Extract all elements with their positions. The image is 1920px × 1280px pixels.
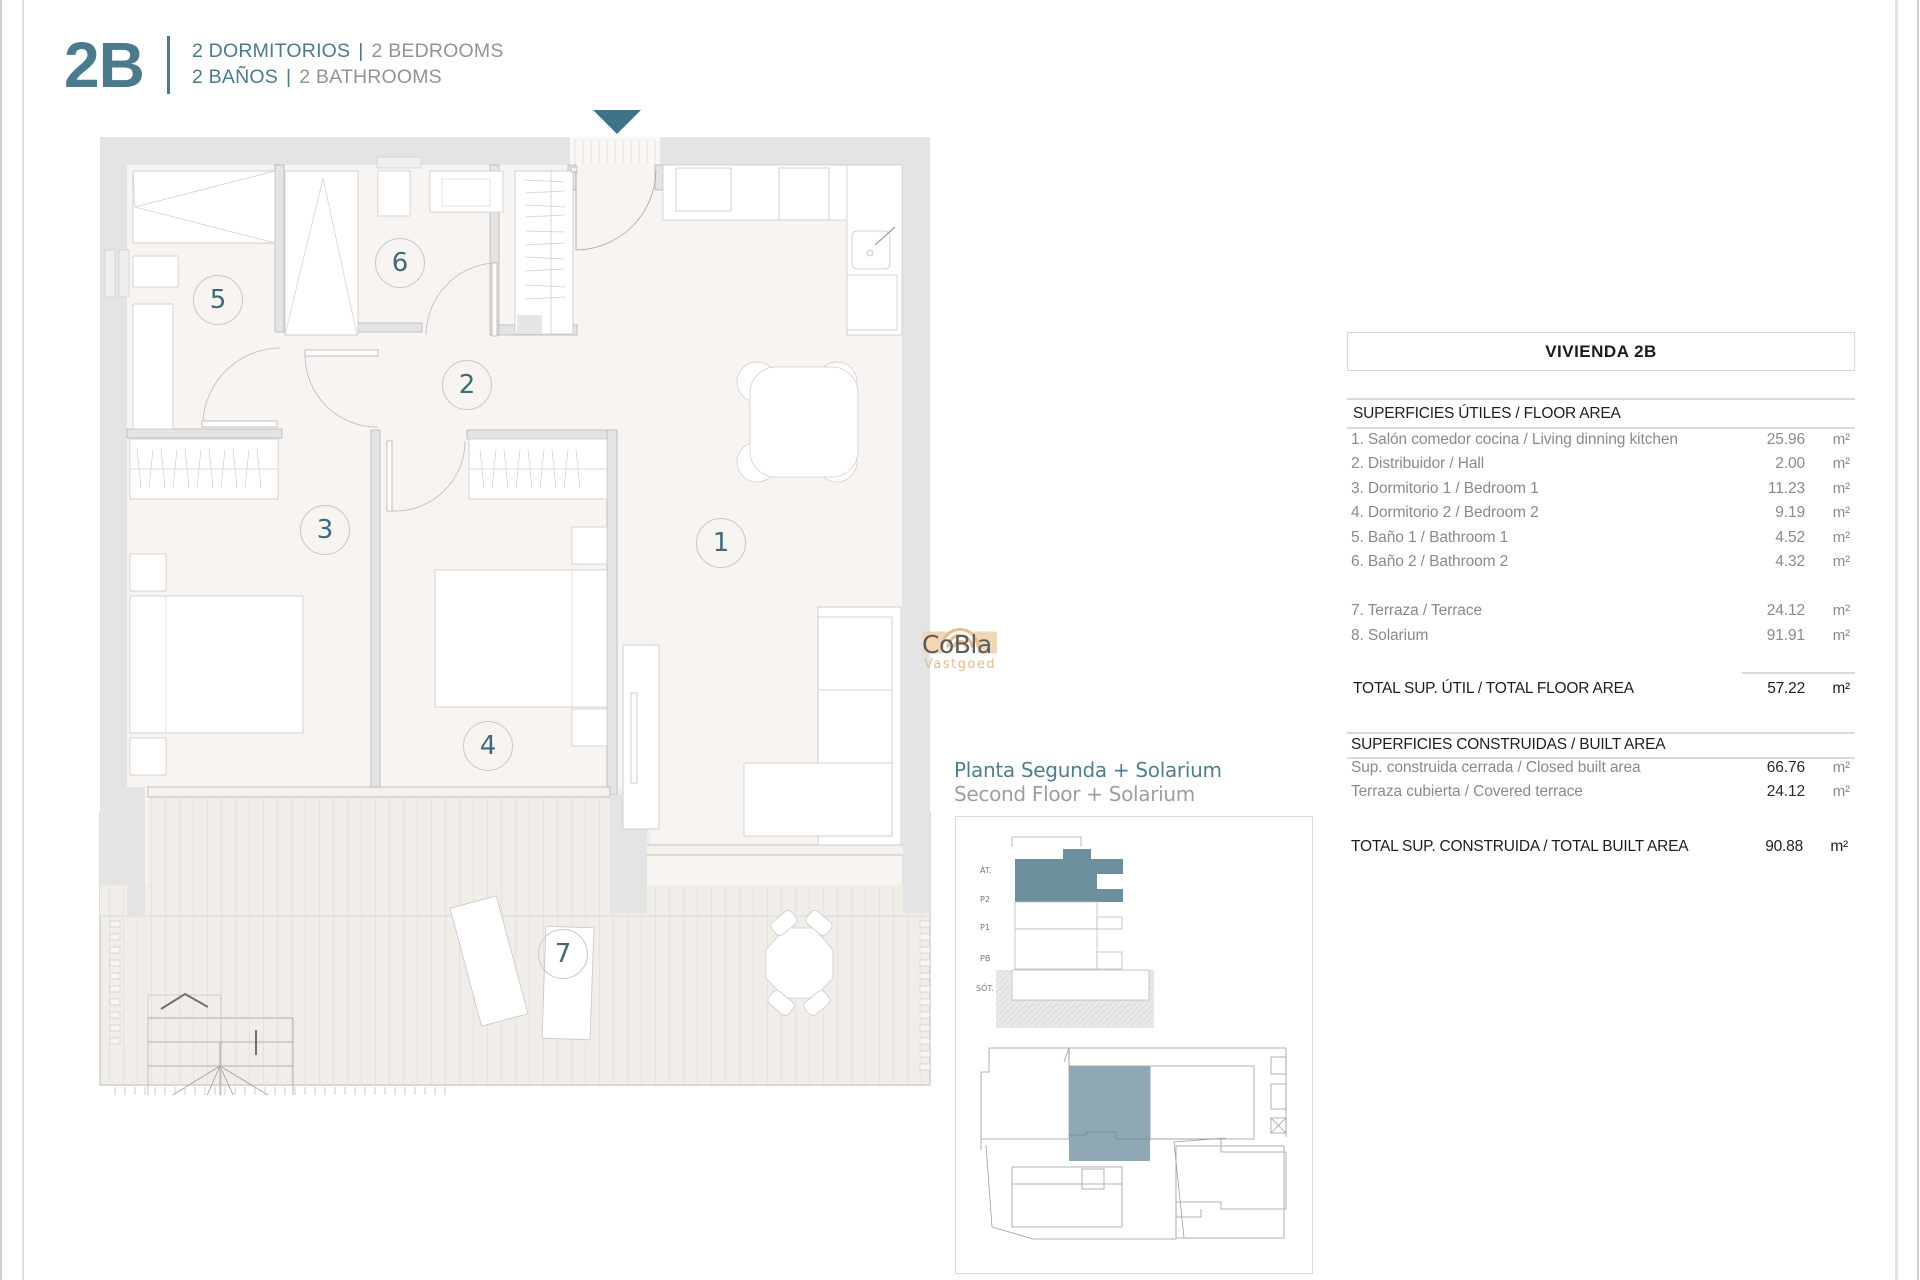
bedrooms-en: 2 BEDROOMS: [371, 40, 504, 62]
divider: [1347, 732, 1855, 734]
area-row: 1. Salón comedor cocina / Living dinning…: [1351, 431, 1850, 448]
location-title-es: Planta Segunda + Solarium: [954, 758, 1222, 782]
area-table: VIVIENDA 2B: [1347, 332, 1855, 371]
separator: |: [358, 40, 364, 62]
built-area-heading: SUPERFICIES CONSTRUIDAS / BUILT AREA: [1351, 736, 1666, 753]
room-number-1: 1: [696, 518, 746, 568]
divider: [1347, 757, 1855, 759]
level-label: ÁT.: [980, 864, 991, 875]
bedrooms-es: 2 DORMITORIOS: [192, 40, 351, 62]
page-edge-right: [1917, 0, 1919, 1280]
divider: [1347, 427, 1855, 429]
floor-plan: 1 2 3 4 5 6 7: [95, 105, 945, 1095]
unit-highlight: [1069, 1066, 1150, 1161]
svg-text:PB: PB: [980, 954, 990, 963]
unit-summary: 2 DORMITORIOS | 2 BEDROOMS 2 BAÑOS | 2 BATHR…: [192, 38, 504, 90]
room-number-5: 5: [193, 275, 243, 325]
room-number-7: 7: [538, 929, 588, 979]
dining-table: [736, 361, 859, 483]
entrance-arrow-icon: [593, 110, 641, 134]
bedrooms-line: 2 DORMITORIOS | 2 BEDROOMS: [192, 38, 504, 64]
cobla-logo-icon: [923, 628, 997, 666]
header-divider: [167, 36, 170, 94]
location-diagram: ÁT. P2 P1 PB SÓT.: [955, 816, 1313, 1274]
watermark-brand: CoBla: [922, 630, 992, 659]
bathrooms-en: 2 BATHROOMS: [299, 66, 442, 88]
svg-text:SÓT.: SÓT.: [976, 982, 994, 993]
area-row: Sup. construida cerrada / Closed built a…: [1351, 759, 1850, 776]
unit-code: 2B: [64, 29, 145, 101]
watermark-sub: Vastgoed: [924, 657, 997, 672]
divider: [1742, 672, 1855, 674]
room-number-6: 6: [375, 238, 425, 288]
separator: |: [285, 66, 292, 88]
page-margin-line-left: [22, 0, 24, 1280]
building-section-diagram: ÁT. P2 P1 PB SÓT.: [976, 836, 1287, 1240]
bathrooms-es: 2 BAÑOS: [192, 66, 278, 88]
divider: [1347, 398, 1855, 400]
floor-area-heading: SUPERFICIES ÚTILES / FLOOR AREA: [1353, 405, 1621, 422]
location-title-en: Second Floor + Solarium: [954, 782, 1195, 806]
floor-plan-drawing: [99, 110, 931, 1095]
bathrooms-line: 2 BAÑOS | 2 BATHROOMS: [192, 64, 504, 90]
room-number-3: 3: [300, 505, 350, 555]
terrace-table: [765, 910, 834, 1016]
svg-text:P1: P1: [980, 923, 990, 932]
page-edge-left: [0, 0, 2, 1280]
page-margin-line-right: [1895, 0, 1898, 1280]
table-title: VIVIENDA 2B: [1347, 332, 1855, 371]
svg-text:P2: P2: [980, 895, 990, 904]
room-number-4: 4: [463, 721, 513, 771]
room-number-2: 2: [442, 360, 492, 410]
